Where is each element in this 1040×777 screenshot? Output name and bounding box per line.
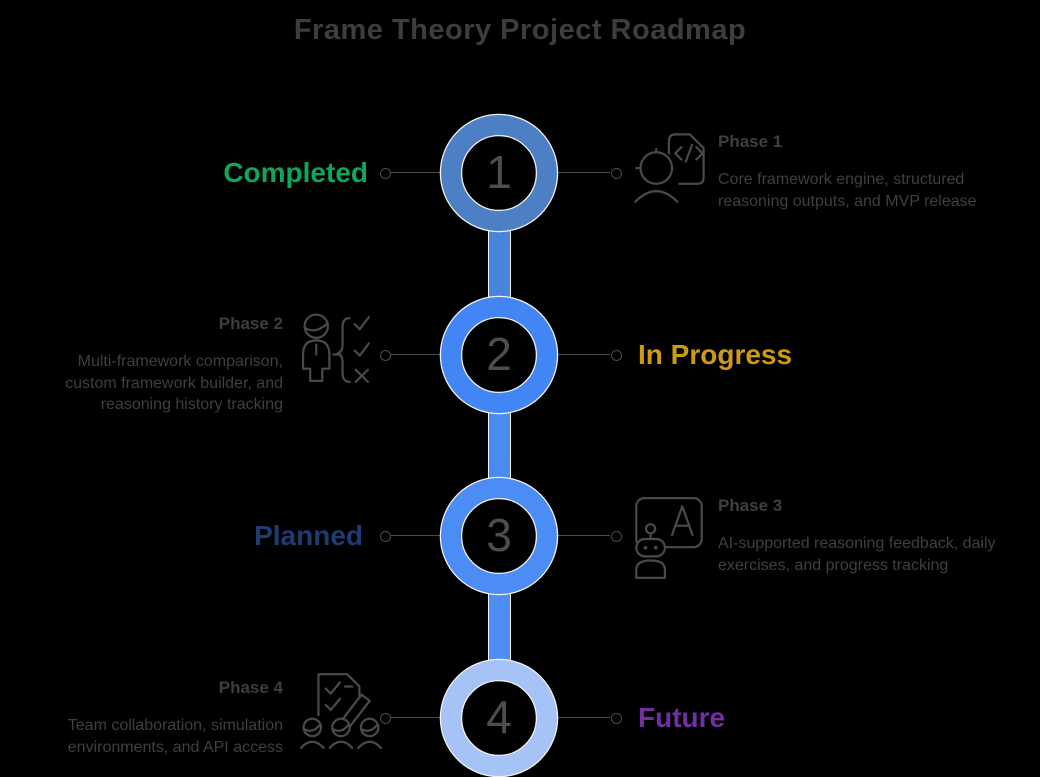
phase-4-heading: Phase 4 (218, 678, 283, 697)
phase-3-ring (439, 476, 559, 596)
person-checklist-icon (296, 312, 382, 391)
connector-line (391, 172, 441, 173)
ai-training-board-icon (633, 494, 705, 584)
phase-4-text: Phase 4 Team collaboration, simulation e… (43, 678, 283, 758)
ring-inner-outline (460, 679, 538, 757)
timeline-connector-1-2 (488, 229, 511, 299)
phase-3-status-label: Planned (254, 520, 363, 551)
connector-line (558, 717, 610, 718)
phase-3-heading: Phase 3 (718, 496, 783, 515)
phase-3-text: Phase 3 AI-supported reasoning feedback,… (718, 496, 996, 576)
team-collaboration-icon (300, 668, 384, 750)
phase-1-ring (439, 113, 559, 233)
phase-2-status-label: In Progress (638, 339, 793, 370)
phase-3-description: AI-supported reasoning feedback, daily e… (718, 535, 996, 574)
phase-4-status-label: Future (638, 702, 726, 733)
connector-dot (380, 713, 391, 724)
ring-inner-outline (460, 316, 538, 394)
timeline-connector-3-4 (488, 592, 511, 662)
timeline-connector-2-3 (488, 411, 511, 479)
phase-3-number: 3 (486, 509, 512, 561)
phase-2-ring (439, 295, 559, 415)
phase-4-ring (439, 658, 559, 777)
connector-line (558, 535, 610, 536)
ring-inner-outline (460, 134, 538, 212)
phase-1-description: Core framework engine, structured reason… (718, 171, 977, 210)
ring-outer-outline (439, 295, 559, 415)
phase-1-number: 1 (486, 146, 512, 198)
connector-dot (611, 350, 622, 361)
developer-code-icon (633, 126, 709, 208)
phase-2-description: Multi-framework comparison, custom frame… (65, 353, 283, 413)
connector-dot (611, 713, 622, 724)
phase-2-heading: Phase 2 (218, 314, 283, 333)
phase-4-ring-stroke (440, 659, 558, 777)
phase-1-ring-stroke (440, 114, 558, 232)
connector-line (558, 354, 610, 355)
phase-3-ring-stroke (440, 477, 558, 595)
connector-dot (380, 350, 391, 361)
ring-outer-outline (439, 476, 559, 596)
phase-4-description: Team collaboration, simulation environme… (67, 717, 283, 756)
phase-1-text: Phase 1 Core framework engine, structure… (718, 132, 1013, 212)
connector-line (558, 172, 610, 173)
connector-line (391, 717, 441, 718)
connector-line (391, 354, 441, 355)
phase-2-text: Phase 2 Multi-framework comparison, cust… (31, 314, 283, 416)
connector-dot (380, 531, 391, 542)
phase-2-ring-stroke (440, 296, 558, 414)
ring-outer-outline (439, 113, 559, 233)
connector-line (391, 535, 441, 536)
ring-inner-outline (460, 497, 538, 575)
connector-dot (611, 168, 622, 179)
page-title: Frame Theory Project Roadmap (293, 14, 747, 46)
phase-1-heading: Phase 1 (718, 132, 783, 151)
connector-dot (611, 531, 622, 542)
connector-dot (380, 168, 391, 179)
phase-4-number: 4 (486, 691, 512, 743)
phase-2-number: 2 (486, 328, 512, 380)
phase-1-status-label: Completed (223, 157, 368, 188)
